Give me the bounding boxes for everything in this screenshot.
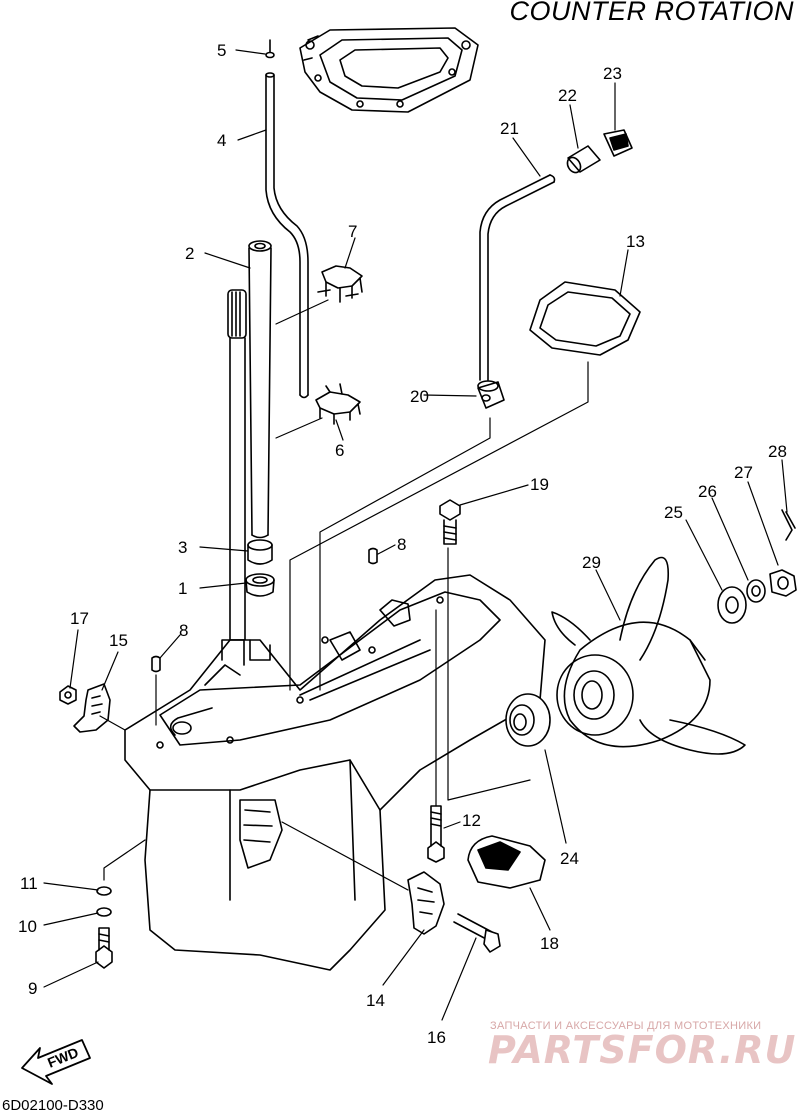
callout-21: 21 [500, 119, 519, 138]
callout-16: 16 [427, 1028, 446, 1047]
part-5-washer [265, 51, 275, 59]
part-12-bolt [427, 805, 445, 863]
callout-22: 22 [558, 86, 577, 105]
part-8-dowel-a [368, 547, 378, 565]
watermark-tagline: ЗАПЧАСТИ И АКСЕССУАРЫ ДЛЯ МОТОТЕХНИКИ [490, 1020, 762, 1032]
part-28-cotter-pin [781, 509, 796, 541]
part-9-bolt [95, 927, 113, 969]
watermark-logo: PARTSFOR.RU [488, 1028, 797, 1072]
callout-4: 4 [217, 131, 226, 150]
callout-3: 3 [178, 538, 187, 557]
callout-14: 14 [366, 991, 385, 1010]
diagram-title: COUNTER ROTATION [509, 0, 794, 26]
part-19-bolt [439, 499, 461, 545]
part-2-water-tube [248, 240, 272, 539]
callout-8b: 8 [179, 621, 188, 640]
callout-18: 18 [540, 934, 559, 953]
part-10-washer [96, 907, 112, 917]
part-4-tube [265, 74, 301, 396]
callout-10: 10 [18, 917, 37, 936]
callout-6: 6 [335, 441, 344, 460]
callout-23: 23 [603, 64, 622, 83]
callout-17: 17 [70, 609, 89, 628]
callout-13: 13 [626, 232, 645, 251]
part-15-plate [73, 683, 111, 733]
leader-lines [43, 49, 788, 1021]
part-1-seal [245, 573, 275, 597]
callout-5: 5 [217, 41, 226, 60]
part-23-clip [603, 129, 633, 157]
callout-8a: 8 [397, 535, 406, 554]
part-27-nut [769, 569, 797, 597]
callout-19: 19 [530, 475, 549, 494]
fwd-arrow-icon: FWD [21, 1039, 91, 1085]
part-22-sleeve [566, 145, 601, 174]
callout-12: 12 [462, 811, 481, 830]
callout-29: 29 [582, 553, 601, 572]
part-24-thrust-hub [505, 693, 551, 747]
callout-26: 26 [698, 482, 717, 501]
part-17-nut [59, 685, 77, 705]
callout-27: 27 [734, 463, 753, 482]
upper-gasket-plate [299, 27, 479, 113]
part-14-plate [407, 871, 445, 935]
callout-20: 20 [410, 387, 429, 406]
part-13-gasket [529, 281, 641, 356]
callout-7: 7 [348, 222, 357, 241]
part-20-fitting [477, 380, 505, 409]
part-6-clip [315, 383, 361, 425]
callout-28: 28 [768, 442, 787, 461]
part-25-spacer [717, 586, 747, 624]
part-26-washer [746, 579, 766, 603]
callout-9: 9 [28, 979, 37, 998]
lower-case-housing [124, 574, 546, 971]
part-29-propeller [551, 556, 746, 755]
drive-shaft [227, 289, 247, 641]
callout-labels: 5 4 2 7 6 3 1 8 8 17 15 11 10 9 12 19 20… [18, 41, 787, 1047]
part-3-grommet [247, 539, 273, 565]
callout-24: 24 [560, 849, 579, 868]
callout-15: 15 [109, 631, 128, 650]
drawing-code: 6D02100-D330 [2, 1097, 104, 1114]
part-4-tube-edge [273, 74, 309, 396]
callout-1: 1 [178, 579, 187, 598]
callout-2: 2 [185, 244, 194, 263]
part-21-tube [479, 174, 556, 381]
part-7-clip [317, 265, 363, 303]
part-8-dowel-b [151, 655, 161, 673]
part-16-bolt [453, 913, 501, 953]
part-18-anode [467, 835, 546, 889]
part-11-washer [96, 886, 112, 896]
callout-11: 11 [20, 874, 38, 893]
callout-25: 25 [664, 503, 683, 522]
